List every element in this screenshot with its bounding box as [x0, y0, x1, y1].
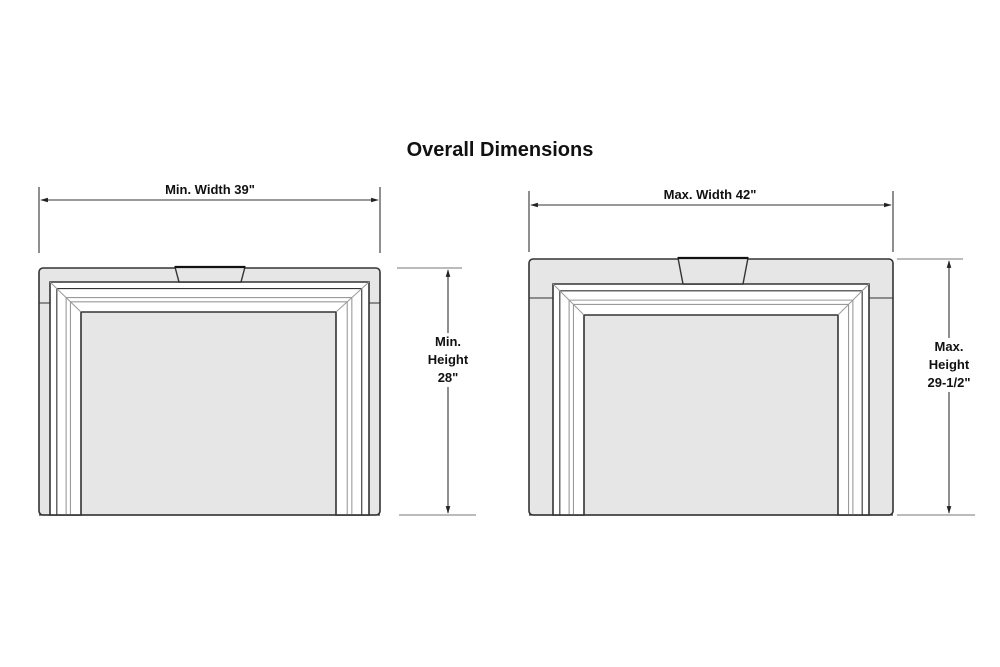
min-height-label-line2: Height — [427, 352, 469, 367]
keystone — [677, 257, 749, 285]
max-height-label-line1: Max. — [934, 339, 964, 354]
miter-left — [552, 283, 585, 316]
max-height-label: Max. Height 29-1/2" — [914, 338, 984, 392]
trim-profile-line — [69, 301, 348, 515]
trim-profile-line — [572, 303, 850, 515]
miter-left — [49, 281, 82, 313]
min-height-label-line1: Min. — [435, 334, 461, 349]
miter-right — [335, 281, 370, 313]
miter-right — [837, 283, 870, 316]
min-height-label-line3: 28" — [437, 370, 459, 385]
max-size-surround — [528, 256, 894, 516]
min-size-surround — [38, 265, 381, 516]
max-height-label-line3: 29-1/2" — [927, 375, 971, 390]
min-height-label: Min. Height 28" — [418, 333, 478, 387]
trim-profile-line — [56, 288, 363, 515]
max-width-label: Max. Width 42" — [648, 186, 772, 204]
max-height-label-line2: Height — [928, 357, 970, 372]
trim-profile-line — [559, 290, 863, 515]
min-width-label: Min. Width 39" — [160, 181, 260, 199]
diagram-title: Overall Dimensions — [406, 139, 594, 161]
trim-profile-line — [568, 299, 854, 515]
keystone — [174, 266, 246, 283]
trim-profile-line — [65, 297, 353, 515]
